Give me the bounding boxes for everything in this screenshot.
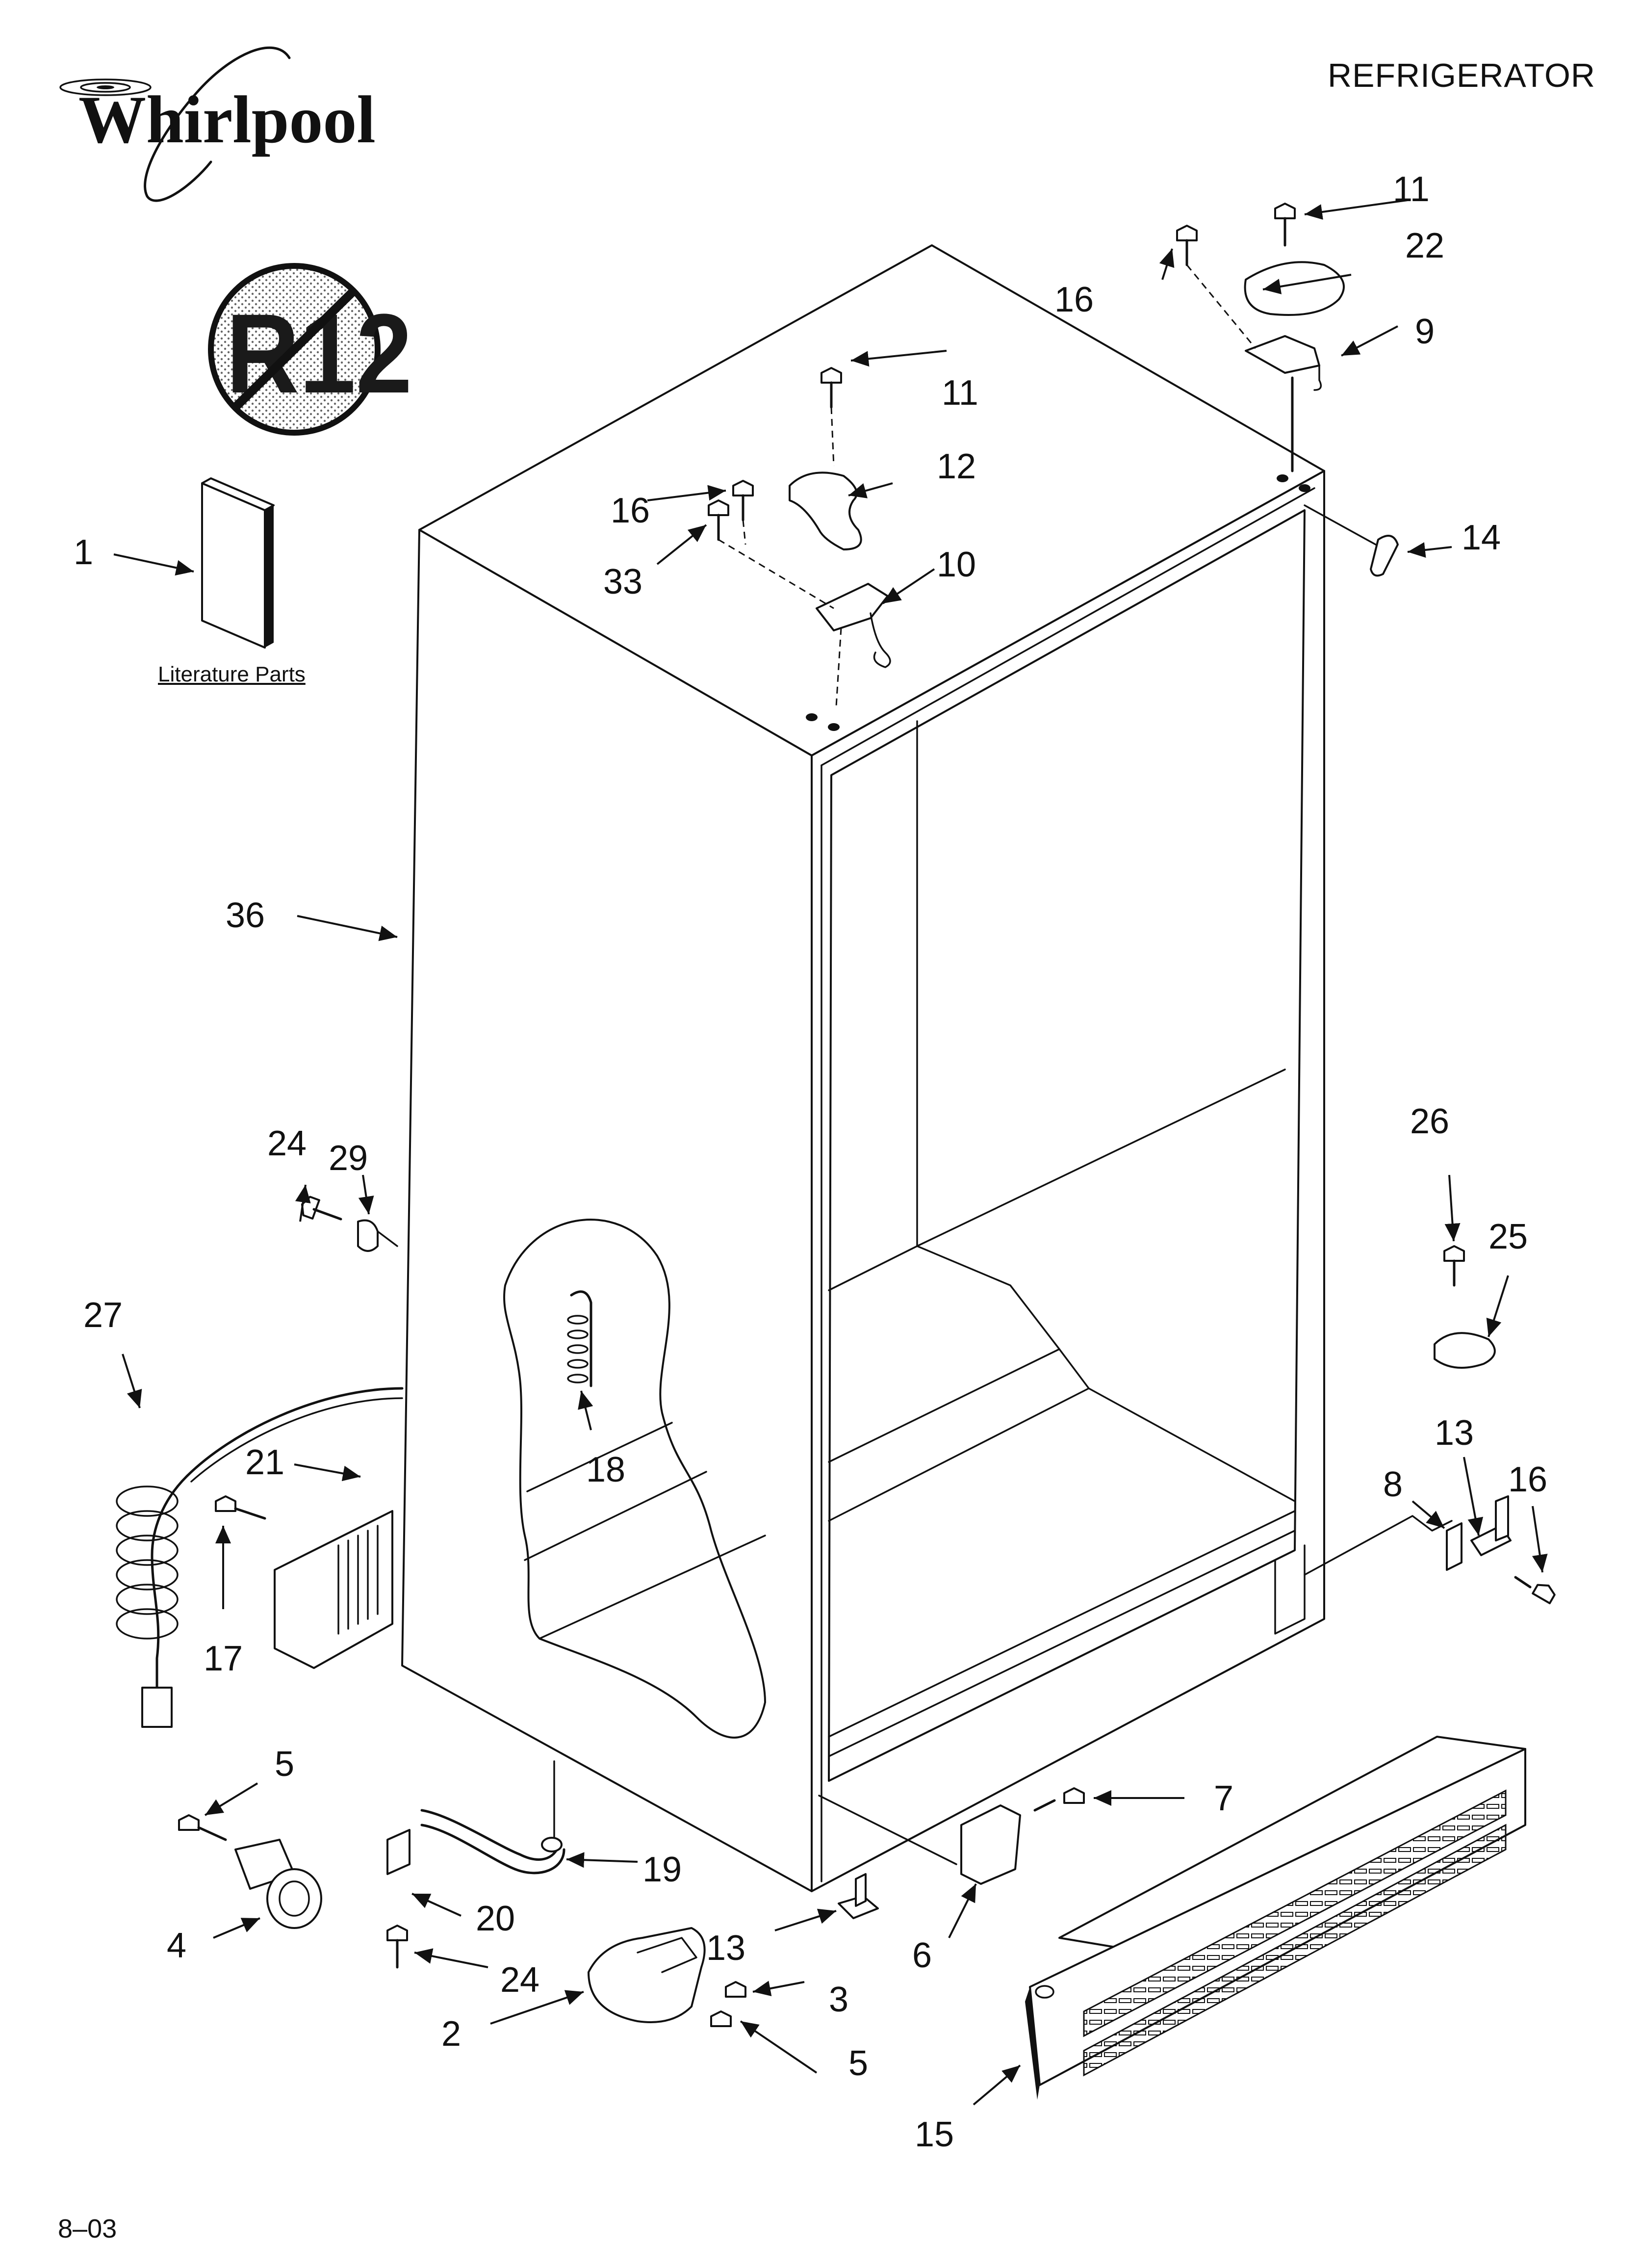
- top-hinge-right-assembly: [1176, 203, 1345, 472]
- callout-3: 3: [829, 1980, 848, 2019]
- callout-16-top-left: 16: [611, 491, 650, 530]
- callout-22: 22: [1405, 226, 1444, 265]
- callout-21: 21: [245, 1443, 284, 1482]
- callout-2: 2: [441, 2014, 461, 2054]
- callout-25: 25: [1488, 1217, 1528, 1256]
- callout-6: 6: [912, 1936, 932, 1975]
- callout-11-left: 11: [942, 373, 978, 413]
- callout-13-center: 13: [706, 1929, 745, 1968]
- callout-numbers: 1 2 3 4 5 5 6 7 8 9 10 11 11 12 13 13 14…: [74, 170, 1547, 2154]
- literature-booklet: [201, 477, 275, 649]
- callout-14: 14: [1462, 518, 1501, 557]
- callout-19: 19: [642, 1850, 682, 1889]
- base-grille: [1025, 1736, 1526, 2100]
- callout-16-lower-right: 16: [1508, 1460, 1547, 1499]
- right-lower-hinge-assembly: [1304, 1245, 1556, 1604]
- callout-17: 17: [204, 1639, 243, 1678]
- callout-5-top: 5: [275, 1745, 294, 1784]
- side-screw-and-plug: [301, 1196, 398, 1252]
- callout-5-bottom: 5: [848, 2044, 868, 2083]
- callout-8: 8: [1383, 1465, 1403, 1504]
- power-cord-and-bracket: [116, 1387, 404, 1728]
- top-hinge-left-assembly: [708, 367, 891, 707]
- page-title: REFRIGERATOR: [1328, 57, 1595, 94]
- literature-parts-label: Literature Parts: [158, 662, 306, 686]
- callout-27: 27: [83, 1296, 123, 1335]
- callout-7: 7: [1214, 1779, 1233, 1818]
- callout-24-upper: 24: [267, 1124, 307, 1163]
- callout-4: 4: [167, 1926, 186, 1965]
- callout-16-top-right: 16: [1054, 280, 1094, 319]
- callout-20: 20: [476, 1899, 515, 1938]
- callout-29: 29: [329, 1139, 368, 1178]
- lower-hinge-assembly: [588, 1927, 746, 2027]
- callout-13-right: 13: [1435, 1413, 1474, 1453]
- callout-12: 12: [937, 447, 976, 486]
- callout-24-lower: 24: [500, 1960, 539, 2000]
- callout-15: 15: [915, 2115, 954, 2154]
- callout-36: 36: [226, 896, 265, 935]
- callout-18: 18: [586, 1450, 625, 1489]
- callout-26: 26: [1410, 1102, 1449, 1141]
- roller-assembly: [178, 1814, 322, 1929]
- r12-text: R12: [226, 291, 412, 417]
- callout-33: 33: [603, 562, 642, 601]
- no-r12-symbol-icon: R12: [208, 263, 412, 436]
- drain-tube-assembly: [386, 1760, 565, 1969]
- refrigerator-cabinet: [401, 244, 1325, 1892]
- brand-wordmark: Whirlpool: [78, 82, 376, 157]
- callout-10: 10: [937, 545, 976, 584]
- callout-1: 1: [74, 533, 93, 572]
- leveling-parts: [818, 1787, 1085, 1919]
- callout-9: 9: [1415, 312, 1435, 351]
- whirlpool-logo: Whirlpool: [59, 46, 376, 202]
- leader-lines: [113, 199, 1548, 2106]
- revision-code: 8–03: [58, 2214, 117, 2243]
- part-14-clip: [1304, 504, 1399, 577]
- callout-11-right: 11: [1393, 170, 1430, 209]
